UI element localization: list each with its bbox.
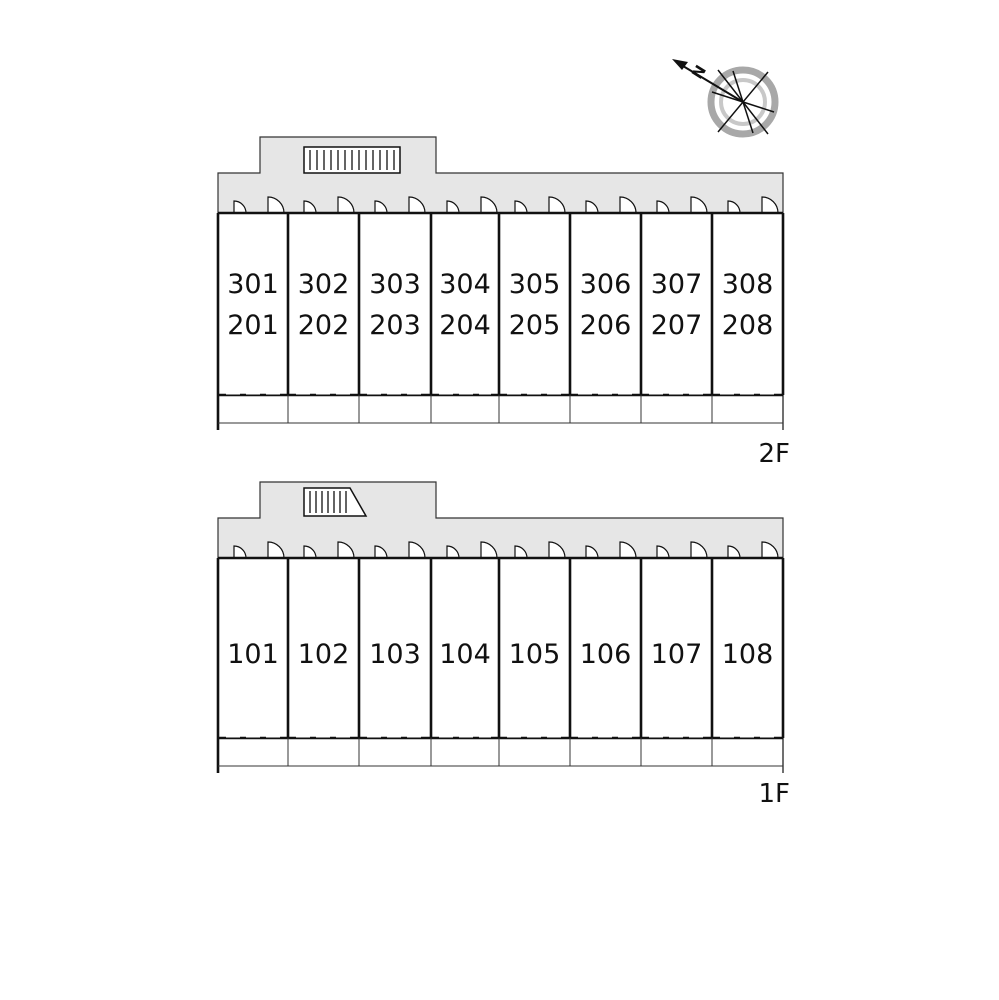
unit-label-upper: 308 bbox=[722, 269, 774, 300]
compass-rose-icon: N bbox=[672, 59, 779, 138]
door-icon bbox=[267, 196, 285, 214]
door-icon bbox=[619, 196, 637, 214]
north-arrow-icon bbox=[672, 59, 688, 70]
unit-101: 101 bbox=[217, 541, 288, 766]
floor-2f-plan: 3012013022023032033042043052053062063072… bbox=[216, 136, 791, 469]
door-icon bbox=[303, 200, 317, 214]
unit-label: 106 bbox=[580, 639, 632, 670]
unit-102: 102 bbox=[287, 541, 359, 766]
unit-label: 107 bbox=[651, 639, 703, 670]
floor-label: 1F bbox=[759, 779, 791, 809]
door-icon bbox=[619, 541, 637, 559]
unit-label: 103 bbox=[369, 639, 421, 670]
unit-label-lower: 207 bbox=[651, 310, 703, 341]
floor-1f-plan: 101 102 103 104 105 106 107 108 1F bbox=[216, 481, 791, 809]
door-icon bbox=[585, 545, 599, 559]
door-icon bbox=[233, 545, 247, 559]
unit-label-lower: 206 bbox=[580, 310, 632, 341]
door-icon bbox=[446, 545, 460, 559]
unit-label-lower: 208 bbox=[722, 310, 774, 341]
unit-106: 106 bbox=[569, 541, 641, 766]
unit-label: 104 bbox=[439, 639, 491, 670]
door-icon bbox=[480, 541, 498, 559]
unit-label-lower: 204 bbox=[439, 310, 491, 341]
door-icon bbox=[337, 541, 355, 559]
unit-108: 108 bbox=[711, 541, 783, 766]
door-icon bbox=[761, 196, 779, 214]
unit-label: 101 bbox=[227, 639, 279, 670]
door-icon bbox=[585, 200, 599, 214]
door-icon bbox=[374, 545, 388, 559]
door-icon bbox=[480, 196, 498, 214]
unit-label-lower: 203 bbox=[369, 310, 421, 341]
unit-label-upper: 306 bbox=[580, 269, 632, 300]
door-icon bbox=[761, 541, 779, 559]
door-icon bbox=[548, 196, 566, 214]
unit-103: 103 bbox=[358, 541, 431, 766]
unit-label-upper: 304 bbox=[439, 269, 491, 300]
door-icon bbox=[303, 545, 317, 559]
door-icon bbox=[727, 545, 741, 559]
floor-label: 2F bbox=[759, 439, 791, 469]
door-icon bbox=[233, 200, 247, 214]
door-icon bbox=[267, 541, 285, 559]
unit-107: 107 bbox=[640, 541, 712, 766]
unit-label-lower: 202 bbox=[298, 310, 350, 341]
unit-label-upper: 307 bbox=[651, 269, 703, 300]
door-icon bbox=[514, 545, 528, 559]
door-icon bbox=[374, 200, 388, 214]
door-icon bbox=[727, 200, 741, 214]
door-icon bbox=[656, 545, 670, 559]
staircase-icon bbox=[303, 487, 368, 517]
door-icon bbox=[690, 541, 708, 559]
unit-label-upper: 301 bbox=[227, 269, 279, 300]
unit-label: 105 bbox=[509, 639, 561, 670]
unit-105: 105 bbox=[498, 541, 570, 766]
door-icon bbox=[656, 200, 670, 214]
door-icon bbox=[408, 541, 426, 559]
door-icon bbox=[408, 196, 426, 214]
door-icon bbox=[446, 200, 460, 214]
unit-label: 108 bbox=[722, 639, 774, 670]
door-icon bbox=[548, 541, 566, 559]
unit-label-lower: 201 bbox=[227, 310, 279, 341]
unit-104: 104 bbox=[430, 541, 499, 766]
unit-label-upper: 302 bbox=[298, 269, 350, 300]
door-icon bbox=[514, 200, 528, 214]
door-icon bbox=[690, 196, 708, 214]
unit-label-lower: 205 bbox=[509, 310, 561, 341]
staircase-icon bbox=[303, 146, 401, 174]
unit-label: 102 bbox=[298, 639, 350, 670]
unit-label-upper: 303 bbox=[369, 269, 421, 300]
door-icon bbox=[337, 196, 355, 214]
unit-label-upper: 305 bbox=[509, 269, 561, 300]
